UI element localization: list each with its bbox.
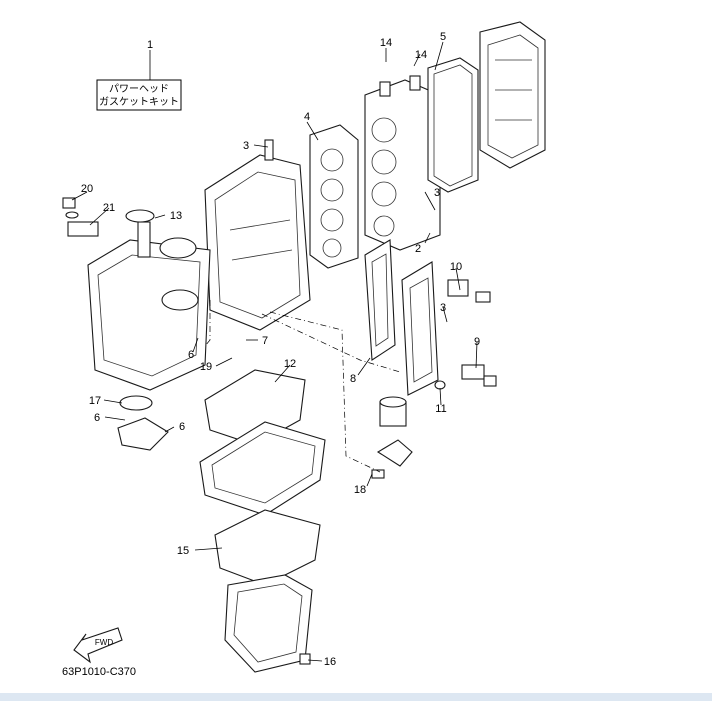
head-cover xyxy=(479,21,546,169)
cylinder-head-gasket xyxy=(309,124,359,269)
catalog-code: 63P1010-C370 xyxy=(62,666,137,678)
callout-8: 8 xyxy=(350,373,356,385)
callout-20: 20 xyxy=(81,183,93,195)
callout-4: 4 xyxy=(304,111,310,123)
callout-19: 19 xyxy=(200,361,212,373)
fwd-label: FWD xyxy=(95,638,113,647)
oil-filter-assembly xyxy=(371,396,413,479)
callout-7: 7 xyxy=(262,335,268,347)
kit-label-line1: パワーヘッド xyxy=(109,83,169,95)
callout-10: 10 xyxy=(450,261,462,273)
oil-pan-upper xyxy=(199,421,326,516)
gasket-15 xyxy=(214,509,321,586)
kit-label-box: パワーヘッド ガスケットキット xyxy=(96,79,182,111)
cylinder-head xyxy=(364,75,441,251)
head-cover-gasket xyxy=(427,57,479,193)
callout-numbers: 1 2 3 3 3 4 5 6 6 6 7 8 9 10 11 12 13 14… xyxy=(81,31,480,668)
callout-14a: 14 xyxy=(380,37,392,49)
callout-3b: 3 xyxy=(434,187,440,199)
oil-seal-13 xyxy=(125,209,155,223)
callout-12: 12 xyxy=(284,358,296,370)
callout-1: 1 xyxy=(147,39,153,51)
callout-5: 5 xyxy=(440,31,446,43)
callout-11: 11 xyxy=(435,403,446,415)
leader-lines xyxy=(71,41,478,662)
callout-3a: 3 xyxy=(243,140,249,152)
kit-label-line2: ガスケットキット xyxy=(99,96,179,108)
callout-15: 15 xyxy=(177,545,189,557)
callout-18: 18 xyxy=(354,484,366,496)
assembly-line xyxy=(261,313,401,373)
callout-2: 2 xyxy=(415,243,421,255)
oil-pump xyxy=(117,395,169,451)
callout-14b: 14 xyxy=(415,49,427,61)
callout-3c: 3 xyxy=(440,302,446,314)
callout-17: 17 xyxy=(89,395,101,407)
bottom-bar xyxy=(0,693,712,701)
valve-assemblies xyxy=(434,279,497,390)
cylinder-block xyxy=(204,139,311,331)
callout-21: 21 xyxy=(103,202,115,214)
sensor-parts xyxy=(62,197,99,237)
callout-6c: 6 xyxy=(179,421,185,433)
fwd-arrow: FWD xyxy=(73,627,123,664)
exhaust-cover-gasket xyxy=(364,239,439,396)
callout-16: 16 xyxy=(324,656,336,668)
assembly-line xyxy=(204,300,211,347)
callout-6a: 6 xyxy=(188,349,194,361)
callout-13: 13 xyxy=(170,210,182,222)
callout-6b: 6 xyxy=(94,412,100,424)
crankcase xyxy=(87,221,211,391)
oil-pan-lower xyxy=(224,574,313,673)
callout-9: 9 xyxy=(474,336,480,348)
